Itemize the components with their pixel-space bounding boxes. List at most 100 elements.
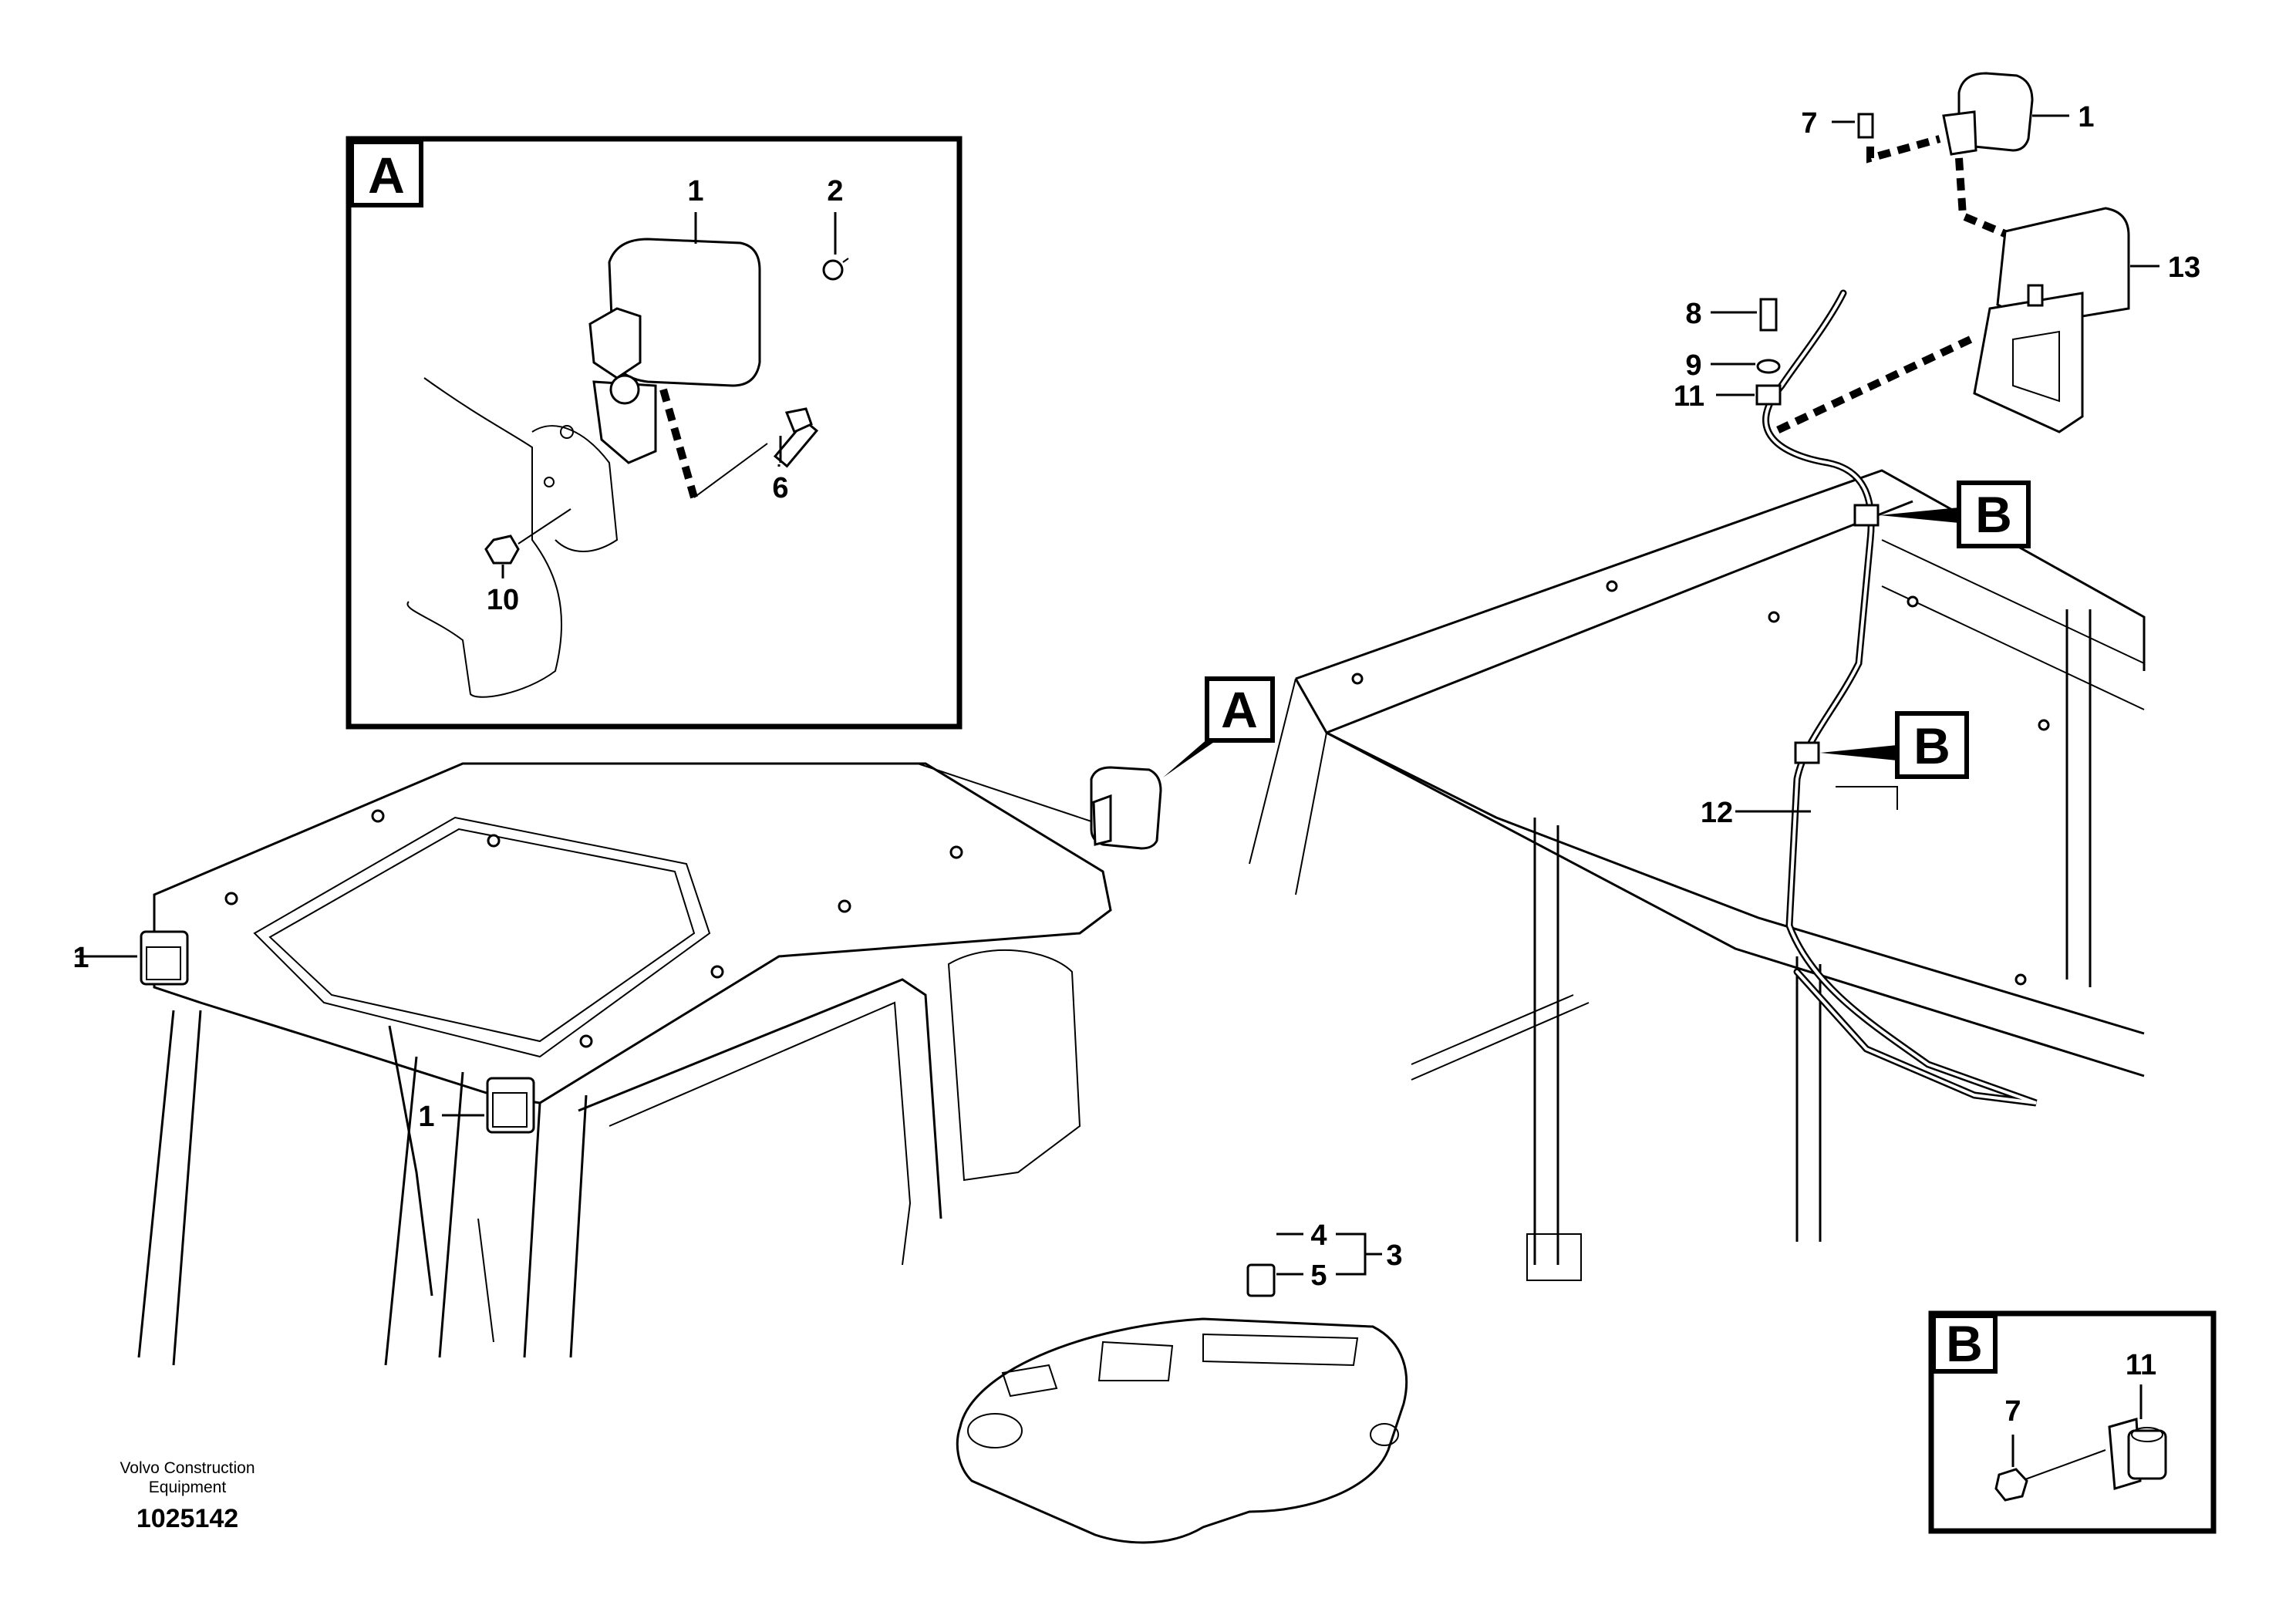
frame-bolt	[1351, 673, 1364, 685]
bolt-6-head	[784, 407, 813, 434]
view-b-lower-leader	[1820, 745, 1897, 760]
callout-3: 3	[1386, 1239, 1402, 1272]
cable-clip-lower	[1794, 741, 1820, 764]
frame-bolt	[1606, 580, 1618, 592]
lamp-center-housing	[486, 1077, 535, 1134]
cab-pillar-left	[137, 1010, 202, 1366]
inset-b-tag: B	[1946, 1315, 1983, 1372]
callout-a10: 10	[487, 584, 519, 616]
cab-mirror-arm	[1092, 794, 1112, 846]
console-buttons	[1001, 1364, 1058, 1398]
roof-hatch	[253, 816, 711, 1058]
roof-bolt	[579, 1034, 593, 1048]
frame-post-3	[2065, 609, 2092, 987]
roof-bolt	[371, 809, 385, 823]
cab-door	[947, 949, 1081, 1182]
callout-lamp-center: 1	[418, 1101, 434, 1133]
credit-line-1: Volvo Construction	[120, 1459, 255, 1477]
cable-clip-upper	[1853, 504, 1880, 527]
cab-side-frame	[578, 978, 942, 1219]
console-display	[1097, 1340, 1174, 1381]
callout-tr13: 13	[2168, 251, 2200, 284]
frame-foot	[1526, 1233, 1582, 1281]
inset-b: B 7 11	[1928, 1310, 2217, 1534]
cab-drawing: 1 1	[72, 762, 1162, 1366]
frame-bolt	[2038, 719, 2050, 731]
callout-5: 5	[1310, 1259, 1327, 1292]
lamp-center-lens	[492, 1092, 528, 1128]
inset-b-bolt-shank	[2025, 1449, 2106, 1480]
work-lamp-center	[486, 1077, 535, 1134]
callout-b7: 7	[2004, 1395, 2021, 1428]
cab-bracket-outline	[531, 425, 619, 552]
callout-4: 4	[1310, 1219, 1327, 1252]
doc-number: 1025142	[137, 1504, 238, 1533]
lamp-left-housing	[140, 930, 189, 986]
callout-b11: 11	[2126, 1349, 2156, 1381]
callout-a2: 2	[827, 175, 843, 207]
cup-holder	[967, 1413, 1023, 1448]
bracket-hole	[560, 425, 574, 439]
console-knob	[1370, 1423, 1399, 1446]
view-b-lower: B	[1913, 717, 1950, 774]
view-b-lower-box	[1895, 711, 1969, 779]
bracket-hole-2	[544, 477, 555, 487]
credit-line-2: Equipment	[149, 1479, 227, 1496]
roof-bolt	[838, 899, 851, 913]
frame-back-rail	[1881, 539, 2145, 710]
callout-3-bracket	[1336, 1233, 1382, 1276]
view-b-upper-box	[1957, 481, 2031, 548]
machine-frame	[1249, 469, 2146, 1281]
frame-front-inner	[1326, 731, 2145, 1035]
cab-pillar-front	[523, 1094, 588, 1358]
clip-11	[1755, 384, 1782, 406]
mirror-arm	[588, 307, 642, 379]
roof-bolt	[710, 965, 724, 979]
clamp-bolt	[609, 374, 640, 405]
callout-tr11: 11	[1674, 380, 1704, 413]
work-lamp-left	[140, 930, 189, 986]
inset-a-tag-box	[349, 140, 423, 207]
roof-bolt	[949, 845, 963, 859]
callout-tr9: 9	[1685, 349, 1701, 382]
dash-7-1	[1866, 135, 1941, 164]
bulb-2-tip	[842, 258, 849, 263]
dash-13-11	[1772, 336, 1973, 436]
inset-a: A 1 2 6 10	[346, 136, 963, 730]
switch-3	[1246, 1263, 1276, 1297]
wiper-arm	[388, 1025, 433, 1297]
frame-post-1	[1533, 818, 1559, 1265]
frame-crossbar	[1411, 994, 1590, 1081]
roof-bolt	[224, 892, 238, 905]
frame-top-inner	[1326, 500, 1913, 734]
callout-12: 12	[1701, 797, 1733, 829]
frame-bolt	[2014, 973, 2027, 986]
callout-tr8: 8	[1685, 298, 1701, 330]
assembly-thin	[693, 443, 768, 498]
nut-10-axis	[518, 508, 571, 545]
view-a-leader	[1163, 733, 1219, 777]
console-keypad	[1202, 1333, 1359, 1367]
inset-b-clip-hole	[2131, 1427, 2163, 1442]
frame-front-edge	[1294, 678, 2145, 1077]
lamp-left-lens	[146, 946, 181, 980]
inset-a-tag: A	[368, 147, 405, 204]
frame-post-2	[1795, 956, 1822, 1242]
roof-bolts	[224, 809, 963, 1048]
inset-b-bolt	[1994, 1468, 2028, 1502]
callout-lamp-left: 1	[72, 942, 89, 974]
bolt-8	[1759, 298, 1778, 332]
bracket-13-stud	[2027, 284, 2044, 307]
cab-post-outline	[406, 377, 563, 698]
callout-a1: 1	[687, 175, 703, 207]
top-right-assembly	[1755, 72, 2130, 436]
callout-tr1: 1	[2078, 101, 2094, 133]
view-b-upper: B	[1975, 486, 2012, 543]
cab-side-window	[609, 1001, 912, 1266]
control-panel	[956, 1263, 1408, 1544]
bracket-13-cutout	[2012, 330, 2060, 403]
bolt-7	[1857, 113, 1874, 139]
cab-pillar-center	[384, 1056, 464, 1366]
